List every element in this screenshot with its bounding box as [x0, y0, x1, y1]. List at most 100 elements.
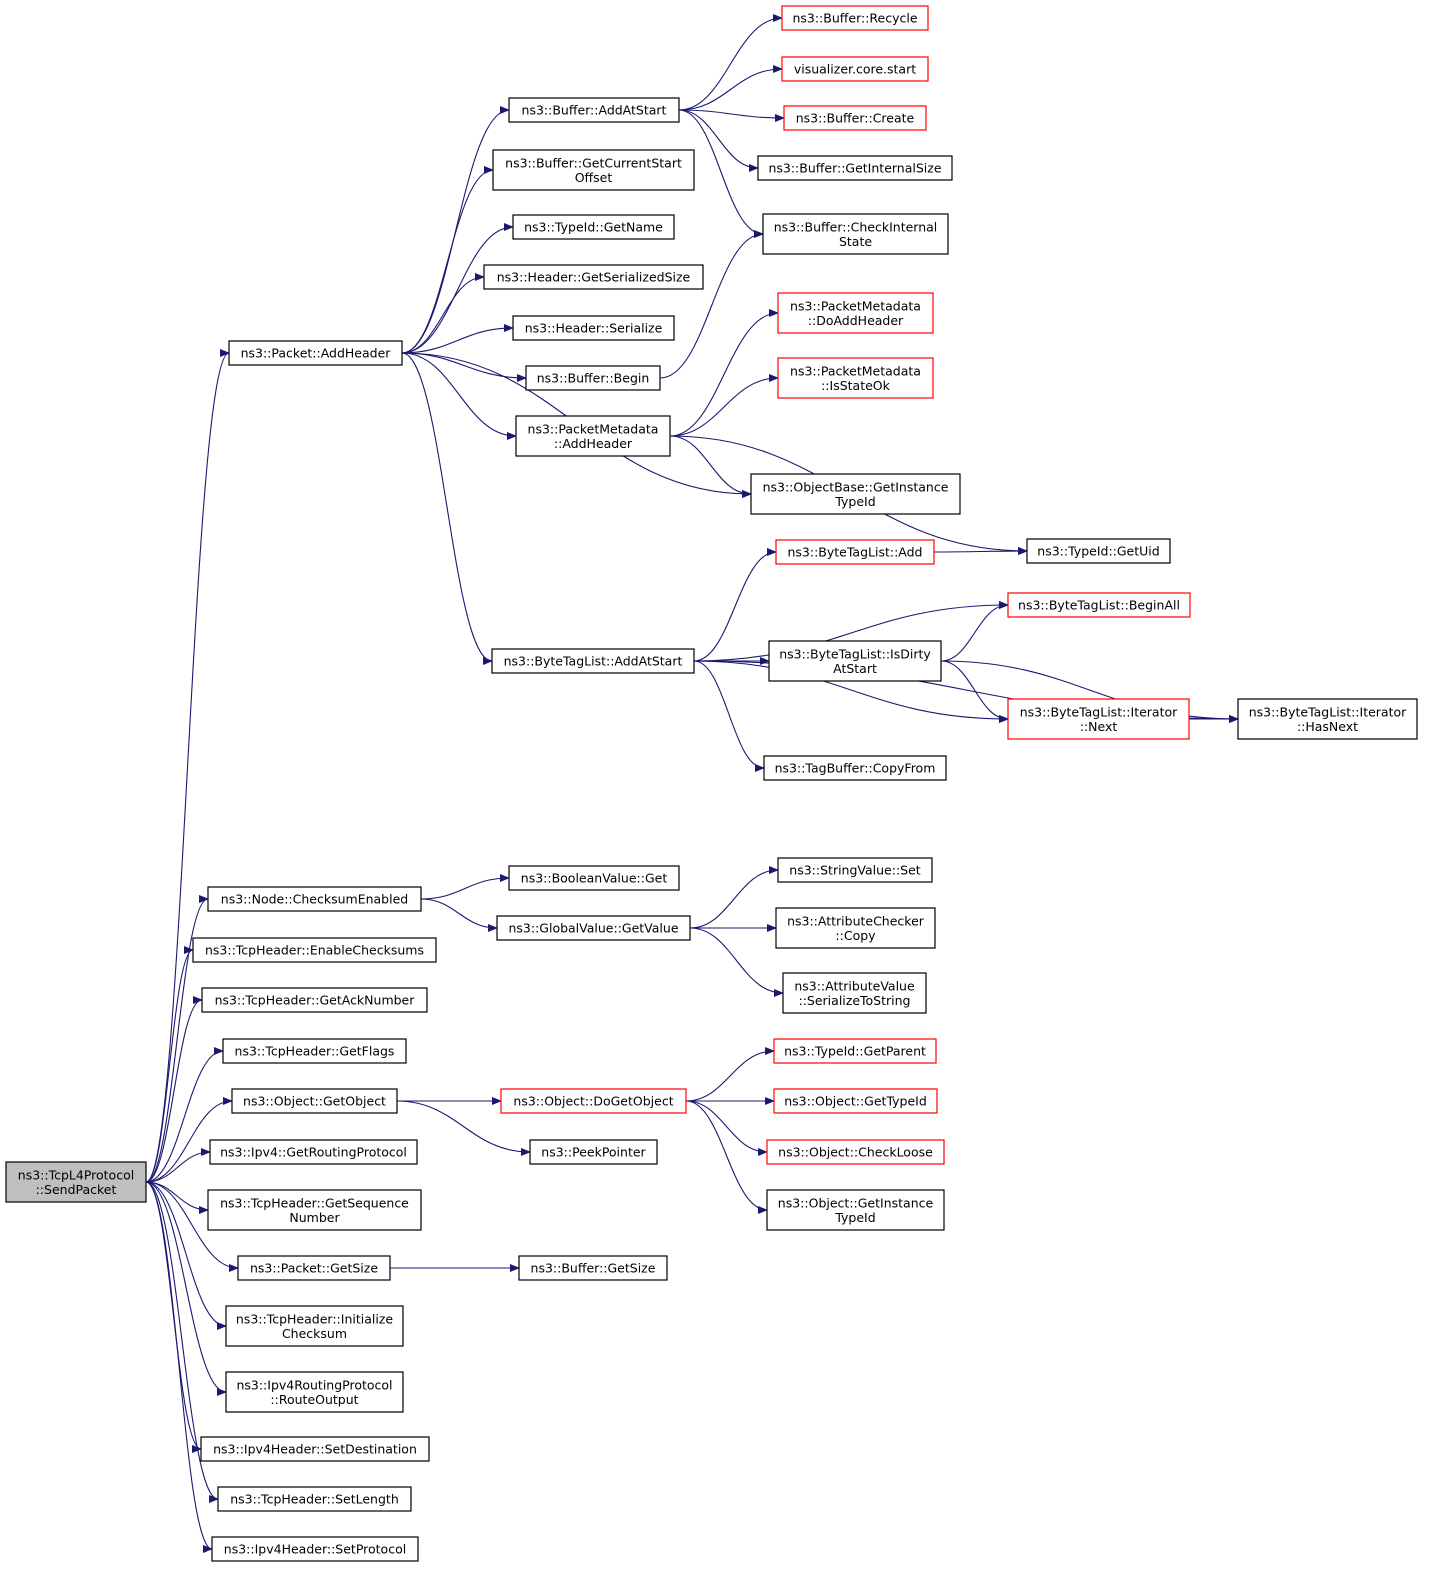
edge-root-to-ipv4routingprotocol-routeoutput [145, 1181, 227, 1396]
edge-object-dogetobject-to-object-checkloose [685, 1100, 768, 1156]
node-label: ns3::StringValue::Set [789, 863, 920, 878]
node-box [782, 972, 927, 1014]
node-box [757, 155, 953, 181]
node-header-getserializedsize[interactable]: ns3::Header::GetSerializedSize [483, 264, 704, 290]
node-label: ns3::Header::GetSerializedSize [497, 270, 691, 285]
node-booleanvalue-get[interactable]: ns3::BooleanValue::Get [508, 865, 680, 891]
node-bytetaglist-iterator-next[interactable]: ns3::ByteTagList::Iterator::Next [1007, 698, 1190, 740]
node-label: ns3::TypeId::GetName [524, 220, 663, 235]
node-label: ns3::GlobalValue::GetValue [508, 921, 678, 936]
node-tcpheader-getacknumber[interactable]: ns3::TcpHeader::GetAckNumber [201, 987, 428, 1013]
node-label: ns3::Object::GetObject [243, 1094, 386, 1109]
node-buffer-begin[interactable]: ns3::Buffer::Begin [525, 365, 661, 391]
node-box [781, 56, 929, 82]
node-packetmetadata-addheader[interactable]: ns3::PacketMetadata::AddHeader [515, 415, 671, 457]
node-box [518, 1255, 668, 1281]
edge-globalvalue-getvalue-to-stringvalue-set [689, 866, 779, 929]
node-label: ns3::PacketMetadata [790, 298, 921, 313]
node-box [768, 640, 942, 682]
node-label: ns3::Buffer::Begin [537, 371, 650, 386]
node-box [500, 1088, 687, 1114]
node-buffer-getsize[interactable]: ns3::Buffer::GetSize [518, 1255, 668, 1281]
node-buffer-recycle[interactable]: ns3::Buffer::Recycle [781, 5, 929, 31]
edge-buffer-addatstart-to-buffer-getinternalsize [678, 109, 759, 172]
edge-bytetaglist-addatstart-to-bytetaglist-beginall [693, 601, 1009, 662]
node-label: ns3::Ipv4Header::SetProtocol [224, 1542, 406, 1557]
node-label: ns3::Object::GetTypeId [784, 1094, 927, 1109]
node-label: ns3::ByteTagList::IsDirty [779, 646, 931, 661]
node-box [775, 907, 936, 949]
node-node-checksumenabled[interactable]: ns3::Node::ChecksumEnabled [207, 886, 422, 912]
node-label: ::AddHeader [554, 436, 633, 451]
node-typeid-getparent[interactable]: ns3::TypeId::GetParent [773, 1038, 937, 1064]
node-object-dogetobject[interactable]: ns3::Object::DoGetObject [500, 1088, 687, 1114]
node-typeid-getname[interactable]: ns3::TypeId::GetName [512, 214, 675, 240]
node-ipv4routingprotocol-routeoutput[interactable]: ns3::Ipv4RoutingProtocol::RouteOutput [225, 1371, 404, 1413]
node-buffer-addatstart[interactable]: ns3::Buffer::AddAtStart [508, 97, 680, 123]
node-label: ns3::AttributeChecker [787, 913, 925, 928]
node-packetmetadata-doaddheader[interactable]: ns3::PacketMetadata::DoAddHeader [777, 292, 934, 334]
node-buffer-getinternalsize[interactable]: ns3::Buffer::GetInternalSize [757, 155, 953, 181]
node-box [1237, 698, 1418, 740]
node-box [781, 5, 929, 31]
node-ipv4header-setdestination[interactable]: ns3::Ipv4Header::SetDestination [200, 1436, 430, 1462]
node-buffer-create[interactable]: ns3::Buffer::Create [783, 105, 927, 131]
edge-packetmetadata-addheader-to-packetmetadata-isstateok [669, 374, 779, 437]
node-label: ns3::ByteTagList::AddAtStart [504, 654, 683, 669]
node-object-checkloose[interactable]: ns3::Object::CheckLoose [766, 1139, 945, 1165]
edge-packet-addheader-to-header-getserializedsize [401, 273, 485, 354]
node-label: TypeId [834, 1210, 875, 1225]
edge-buffer-addatstart-to-visualizer-core-start [678, 65, 783, 111]
node-stringvalue-set[interactable]: ns3::StringValue::Set [777, 857, 933, 883]
node-label: ::SendPacket [36, 1182, 117, 1197]
node-label: ns3::TcpHeader::Initialize [236, 1311, 393, 1326]
node-globalvalue-getvalue[interactable]: ns3::GlobalValue::GetValue [496, 915, 691, 941]
node-label: ns3::Node::ChecksumEnabled [221, 892, 408, 907]
node-box [1007, 592, 1191, 618]
node-packet-addheader[interactable]: ns3::Packet::AddHeader [228, 340, 403, 366]
node-tcpheader-enablechecksums[interactable]: ns3::TcpHeader::EnableChecksums [192, 937, 437, 963]
node-typeid-getuid[interactable]: ns3::TypeId::GetUid [1026, 538, 1171, 564]
node-label: ::Copy [835, 928, 876, 943]
node-object-getobject[interactable]: ns3::Object::GetObject [231, 1088, 398, 1114]
node-box [491, 648, 695, 674]
edge-buffer-begin-to-buffer-checkinternalstate [659, 230, 764, 379]
node-bytetaglist-beginall[interactable]: ns3::ByteTagList::BeginAll [1007, 592, 1191, 618]
edge-root-to-node-checksumenabled [145, 895, 209, 1183]
node-tagbuffer-copyfrom[interactable]: ns3::TagBuffer::CopyFrom [763, 755, 947, 781]
node-label: ns3::Buffer::GetSize [531, 1261, 656, 1276]
node-attributevalue-serializetostring[interactable]: ns3::AttributeValue::SerializeToString [782, 972, 927, 1014]
node-label: ns3::PacketMetadata [790, 363, 921, 378]
node-label: ::SerializeToString [799, 993, 911, 1008]
node-visualizer-core-start[interactable]: visualizer.core.start [781, 56, 929, 82]
node-ipv4header-setprotocol[interactable]: ns3::Ipv4Header::SetProtocol [211, 1536, 419, 1562]
node-root[interactable]: ns3::TcpL4Protocol::SendPacket [5, 1161, 147, 1203]
node-packetmetadata-isstateok[interactable]: ns3::PacketMetadata::IsStateOk [777, 357, 934, 399]
node-peekpointer[interactable]: ns3::PeekPointer [529, 1139, 658, 1165]
node-label: Offset [575, 170, 613, 185]
node-box [1026, 538, 1171, 564]
node-tcpheader-getflags[interactable]: ns3::TcpHeader::GetFlags [222, 1038, 407, 1064]
node-bytetaglist-iterator-hasnext[interactable]: ns3::ByteTagList::Iterator::HasNext [1237, 698, 1418, 740]
node-bytetaglist-add[interactable]: ns3::ByteTagList::Add [775, 539, 935, 565]
node-bytetaglist-addatstart[interactable]: ns3::ByteTagList::AddAtStart [491, 648, 695, 674]
node-header-serialize[interactable]: ns3::Header::Serialize [512, 315, 675, 341]
node-label: ::DoAddHeader [808, 313, 904, 328]
edge-bytetaglist-addatstart-to-tagbuffer-copyfrom [693, 660, 765, 772]
node-object-gettypeid[interactable]: ns3::Object::GetTypeId [773, 1088, 938, 1114]
node-packet-getsize[interactable]: ns3::Packet::GetSize [237, 1255, 391, 1281]
edge-packet-addheader-to-bytetaglist-addatstart [401, 352, 493, 665]
node-tcpheader-setlength[interactable]: ns3::TcpHeader::SetLength [217, 1486, 412, 1512]
node-box [762, 213, 949, 255]
node-label: ns3::Ipv4Header::SetDestination [213, 1442, 417, 1457]
node-label: ns3::Ipv4RoutingProtocol [236, 1377, 392, 1392]
node-ipv4-getroutingprotocol[interactable]: ns3::Ipv4::GetRoutingProtocol [209, 1139, 418, 1165]
node-attributechecker-copy[interactable]: ns3::AttributeChecker::Copy [775, 907, 936, 949]
